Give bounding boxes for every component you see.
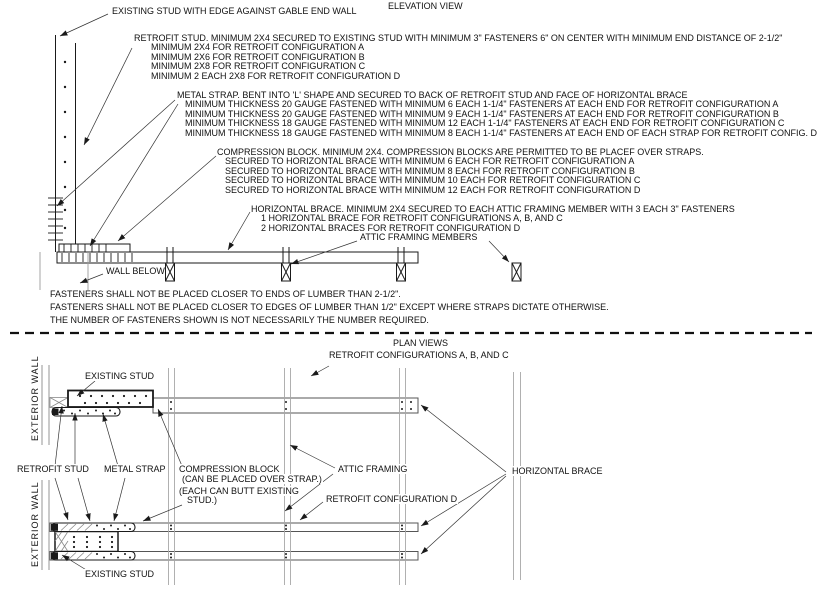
note-existing-stud: EXISTING STUD WITH EDGE AGAINST GABLE EN… [112, 6, 357, 16]
strap-horizontal-ticks [61, 253, 133, 262]
plan-retrofit-stud-dots-abc [78, 394, 148, 405]
leader-horizontal-brace-top [420, 404, 507, 473]
label-compression-block-3: (EACH CAN BUTT EXISTING [178, 486, 300, 496]
leader-wall-below [79, 273, 104, 284]
leader-retrofit-stud [83, 47, 133, 146]
note-metal-strap: METAL STRAP. BENT INTO 'L' SHAPE AND SEC… [177, 90, 817, 138]
note-compression-block: COMPRESSION BLOCK. MINIMUM 2X4. COMPRESS… [217, 147, 704, 195]
compression-block-ticks [63, 244, 107, 252]
exterior-wall-lines [41, 365, 50, 570]
leader-horizontal-brace [227, 211, 251, 251]
compression-block-elevation [58, 243, 131, 253]
label-compression-block-2: (CAN BE PLACED OVER STRAP.) [181, 474, 323, 484]
elevation-leaders [56, 13, 510, 284]
leader-attic-members-left [290, 240, 358, 265]
label-retrofit-configuration-d: RETROFIT CONFIGURATION D [325, 494, 459, 504]
plan-metal-strap-d-bottom [51, 550, 136, 561]
leader-attic-framing-up [289, 444, 336, 469]
label-exterior-wall-bottom: EXTERIOR WALL [30, 481, 40, 567]
label-horizontal-brace: HORIZONTAL BRACE [511, 466, 604, 476]
plan-brace-dots-d [170, 524, 403, 559]
leader-metal-strap-vertical [56, 99, 176, 207]
footnote-2: FASTENERS SHALL NOT BE PLACED CLOSER TO … [50, 302, 609, 312]
label-metal-strap: METAL STRAP [103, 464, 167, 474]
attic-framing-member-detached [511, 262, 522, 282]
label-existing-stud-abc: EXISTING STUD [84, 371, 156, 381]
plan-brace-dots-abc [170, 401, 412, 410]
plan-brace-d-bottom [49, 551, 419, 561]
plan-existing-stud-abc [49, 397, 69, 408]
label-wall-below: WALL BELOW [106, 266, 165, 276]
wall-below-lines [39, 252, 89, 290]
label-retrofit-stud: RETROFIT STUD [16, 464, 90, 474]
attic-framing-member-2 [281, 247, 291, 282]
elevation-drawing [39, 35, 522, 290]
attic-framing-member-3 [396, 247, 406, 282]
label-attic-framing-members: ATTIC FRAMING MEMBERS [360, 232, 478, 242]
leader-existing-stud-d [61, 554, 89, 572]
note-retrofit-stud: RETROFIT STUD. MINIMUM 2X4 SECURED TO EX… [134, 33, 783, 81]
plan-drawing [41, 365, 521, 585]
horizontal-brace-elevation [56, 251, 419, 264]
strap-vertical-ticks [48, 197, 63, 241]
label-compression-block-1: COMPRESSION BLOCK [178, 464, 281, 474]
plan-existing-stud-d-hatch [54, 531, 69, 552]
plan-brace-d-top [49, 522, 419, 532]
leader-config-d [299, 501, 324, 521]
plan-brace-abc [152, 397, 419, 414]
plan-metal-strap-abc [51, 406, 121, 417]
leader-horizontal-brace-mid [420, 473, 507, 527]
plan-metal-strap-d-top [51, 522, 136, 533]
note-horizontal-brace: HORIZONTAL BRACE. MINIMUM 2X4 SECURED TO… [251, 204, 735, 233]
plan-retrofit-stud-dots-d [72, 535, 114, 549]
label-attic-framing: ATTIC FRAMING [337, 464, 409, 474]
footnote-3: THE NUMBER OF FASTENERS SHOWN IS NOT NEC… [50, 315, 429, 325]
plan-subtitle: RETROFIT CONFIGURATIONS A, B, AND C [329, 350, 509, 360]
plan-title: PLAN VIEWS [393, 338, 449, 348]
attic-framing-member-1 [165, 247, 175, 282]
stud-fastener-dots [63, 60, 67, 230]
leader-plan-title [310, 365, 330, 377]
leader-attic-members-right [488, 240, 510, 263]
leader-compression-block [117, 155, 217, 242]
plan-leaders [54, 365, 507, 572]
footnote-1: FASTENERS SHALL NOT BE PLACED CLOSER TO … [50, 289, 401, 299]
elevation-title: ELEVATION VIEW [388, 1, 463, 11]
leader-metal-strap-horizontal [89, 103, 179, 247]
label-compression-block-4: STUD.) [186, 495, 218, 505]
leader-existing-stud-abc [76, 380, 96, 397]
leader-attic-framing-down [284, 473, 334, 512]
label-existing-stud-d: EXISTING STUD [84, 569, 156, 579]
label-exterior-wall-top: EXTERIOR WALL [30, 355, 40, 441]
leader-existing-stud [59, 13, 109, 37]
leader-horizontal-brace-bot [420, 475, 507, 555]
